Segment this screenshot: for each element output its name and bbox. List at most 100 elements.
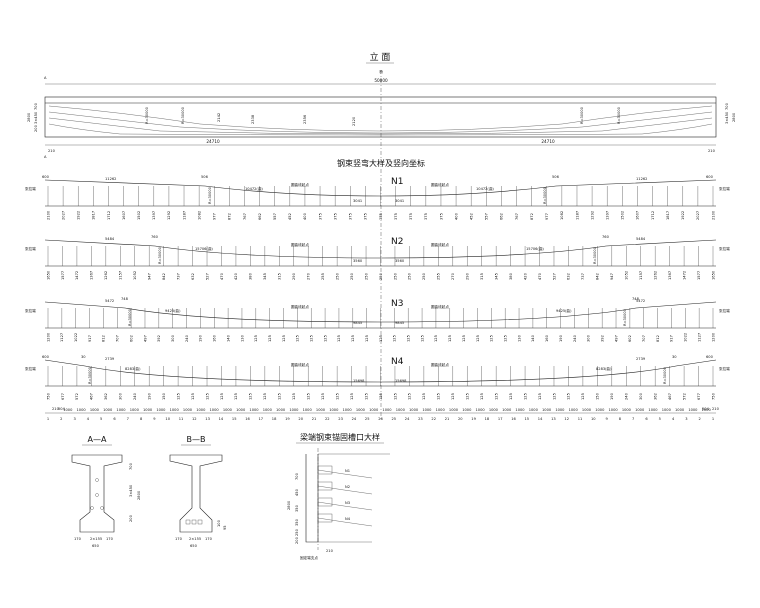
tendon-note-left: 圆曲线起点 [291, 362, 309, 367]
grid-number: 9 [153, 417, 156, 421]
grid-number: 20 [458, 417, 463, 421]
tendon-ordinate-label: 300 [639, 392, 643, 400]
anchor-detail-tendon-n1 [317, 469, 373, 479]
grid-step-dim: 1000 [356, 408, 366, 412]
tendon-ordinate-label: 750 [46, 392, 50, 400]
grid-number: 13 [205, 417, 210, 421]
tendon-radius-right: R=30000 [623, 308, 627, 326]
tendon-radius-1: R=30000 [145, 106, 149, 124]
tendon-ordinate-label: 125 [351, 335, 355, 342]
elevation-height-right: 2800 [732, 112, 736, 122]
grid-step-dim: 1000 [77, 408, 87, 412]
tendon-ordinate-label: 1127 [697, 333, 701, 342]
tendon-ordinate-label: 392 [600, 335, 604, 342]
tendon-ordinate-label: 125 [379, 393, 383, 400]
grid-number: 18 [485, 417, 490, 421]
grid-step-dim: 1000 [622, 408, 632, 412]
elevation-mid-value-2: 2338 [251, 114, 255, 124]
tendon-ordinate-label: 527 [552, 273, 556, 280]
tendon-ordinate-label: 1082 [197, 211, 201, 220]
anchor-detail-pocket-4 [317, 513, 333, 523]
grid-step-dim: 1000 [382, 408, 392, 412]
tendon-mid-len-right: 3560 [395, 259, 405, 263]
tendon-ordinate-label: 1397 [606, 211, 610, 220]
section-aa-dim-2800: 2800 [137, 490, 141, 500]
tendon-ordinate-label: 125 [350, 393, 354, 400]
grid-step-dim: 1000 [609, 408, 619, 412]
tendon-curve [44, 239, 717, 259]
tendon-ordinate-label: 250 [379, 272, 383, 280]
tendon-ordinate-label: 1922 [681, 211, 685, 220]
elevation-end-left: 210 [48, 149, 56, 153]
grid-number: 10 [591, 417, 596, 421]
elevation-view: 立 面 桥 50000 A A R=30000 R=30000 R=30000 … [27, 51, 736, 420]
grid-step-dim: 1000 [449, 408, 459, 412]
tendon-ordinate-label: 572 [682, 393, 686, 400]
tendon-ordinate-label: 632 [191, 273, 195, 280]
tendon-ordinate-label: 345 [263, 273, 267, 280]
tendon-ordinate-label: 125 [437, 393, 441, 400]
tendon-ordinate-label: 250 [350, 272, 354, 280]
section-bb-duct-2 [191, 519, 197, 525]
tendon-ordinate-label: 1187 [575, 211, 579, 220]
anchor-detail-girder-end [305, 454, 319, 543]
tendon-radius-right: R=30000 [663, 366, 667, 384]
tendon-ordinate-label: 1022 [684, 333, 688, 342]
tendon-name: N2 [391, 237, 403, 247]
tendon-ordinate-label: 250 [422, 272, 426, 280]
grid-number: 20 [298, 417, 303, 421]
tendon-ordinate-label: 2027 [696, 211, 700, 220]
tendon-ordinate-label: 872 [530, 213, 534, 220]
grid-number: 24 [405, 417, 410, 421]
tendon-ordinate-label: 125 [476, 335, 480, 342]
tendon-tangent-left: 748 [121, 297, 129, 301]
tendon-ordinate-label: 750 [711, 392, 715, 400]
tendon-ordinate-label: 375 [379, 213, 383, 220]
grid-step-dim: 1000 [436, 408, 446, 412]
section-bb-dim-650: 650 [190, 544, 198, 548]
grid-number: 4 [672, 417, 675, 421]
tendon-curve-len-right: 8283(曲) [596, 366, 612, 371]
grid-step-dim: 1000 [409, 408, 419, 412]
tendon-curve [44, 179, 717, 197]
tendon-ordinate-label: 375 [349, 213, 353, 220]
grid-step-dim: 1000 [236, 408, 246, 412]
grid-number: 15 [525, 417, 530, 421]
grid-step-dim: 1000 [170, 408, 180, 412]
tendons-title: 钢束竖弯大样及竖向坐标 [337, 158, 425, 168]
anchor-detail-pocket-3 [317, 497, 333, 507]
tendon-ordinate-label: 1082 [560, 211, 564, 220]
tendon-ordinate-label: 737 [581, 273, 585, 280]
elevation-left-dim-2: 3×450 [34, 111, 38, 124]
tendon-radius-left: R=30000 [128, 308, 132, 326]
grid-step-dim: 1000 [476, 408, 486, 412]
tendon-ordinate-label: 1052 [133, 271, 137, 280]
tendon-ordinate-label: 917 [670, 335, 674, 342]
anchor-detail-dim-1: 700 [295, 472, 299, 480]
tendon-ordinate-label: 125 [494, 393, 498, 400]
tendon-ordinate-label: 812 [656, 335, 660, 342]
grid-step-dim: 1000 [582, 408, 592, 412]
tendon-ordinate-label: 240 [625, 392, 629, 400]
grid-step-dim: 1000 [223, 408, 233, 412]
section-aa-duct-3 [90, 506, 94, 510]
tendon-ordinate-label: 452 [288, 213, 292, 220]
tendon-ordinate-label: 125 [434, 335, 438, 342]
tendon-ordinate-label: 125 [538, 393, 542, 400]
tendon-ordinate-label: 125 [278, 393, 282, 400]
tendon-ordinate-label: 2027 [61, 211, 65, 220]
tendon-end-label-left: 张拉端 [25, 186, 36, 191]
grid-step-dim: 1000 [183, 408, 193, 412]
tendon-profile-n1 [48, 105, 713, 132]
grid-number: 8 [619, 417, 622, 421]
tendon-end-label-right: 张拉端 [719, 186, 730, 191]
tendon-ordinate-label: 125 [509, 393, 513, 400]
tendon-ordinate-label: 767 [243, 213, 247, 220]
tendon-straight-len-right: 11262 [636, 177, 647, 181]
section-bb-duct-1 [185, 519, 191, 525]
tendon-ordinate-label: 1502 [621, 211, 625, 220]
tendon-ordinate-label: 1712 [107, 211, 111, 220]
tendon-ordinate-label: 1712 [651, 211, 655, 220]
tendon-ordinate-label: 125 [552, 393, 556, 400]
tendon-ordinate-label: 130 [517, 334, 521, 342]
